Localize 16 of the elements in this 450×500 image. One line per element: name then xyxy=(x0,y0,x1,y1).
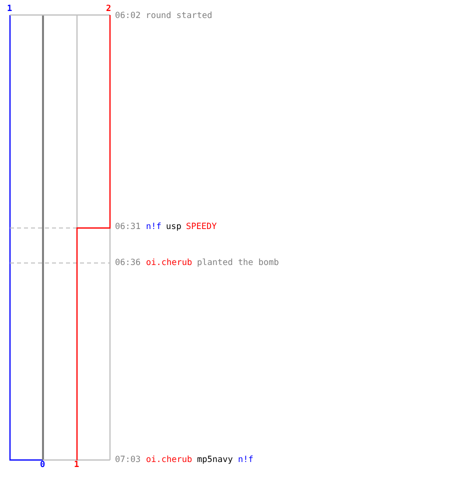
team-number: 1 xyxy=(74,460,80,470)
player-name: SPEEDY xyxy=(186,222,217,232)
timestamp: 07:03 xyxy=(115,455,141,465)
player-name: n!f xyxy=(146,222,162,232)
player-name: oi.cherub xyxy=(146,258,192,268)
team-number: 1 xyxy=(7,4,12,14)
timestamp: 06:31 xyxy=(115,222,141,232)
weapon-name: mp5navy xyxy=(197,455,233,465)
team-number: 2 xyxy=(106,4,112,14)
team-number: 0 xyxy=(40,460,46,470)
player-name: n!f xyxy=(238,455,254,465)
timestamp: 06:36 xyxy=(115,258,141,268)
player-name: oi.cherub xyxy=(146,455,192,465)
event-text: 06:02 round started xyxy=(115,11,212,21)
event-text: planted the bomb xyxy=(197,258,279,268)
weapon-name: usp xyxy=(166,222,182,232)
